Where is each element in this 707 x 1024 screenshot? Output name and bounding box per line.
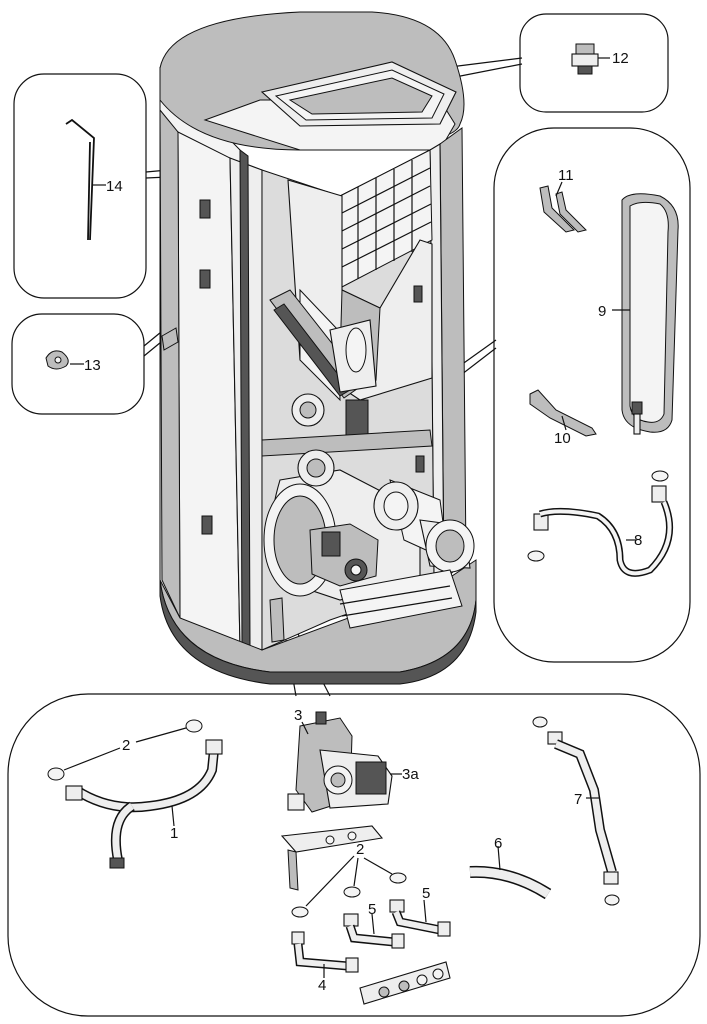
callout-2-lower: 2 (356, 841, 364, 858)
callout-3: 3 (294, 707, 302, 724)
callout-1: 1 (170, 825, 178, 842)
callout-4: 4 (318, 977, 326, 994)
callout-5-right: 5 (422, 885, 430, 902)
detail-box-hydraulic-group (7, 693, 701, 1017)
callout-12: 12 (612, 50, 629, 67)
part-12-air-vent (571, 43, 610, 75)
callout-3a: 3a (402, 766, 419, 783)
detail-box-14 (13, 73, 147, 299)
boiler-cabinet (159, 11, 477, 685)
connector-plate (359, 961, 451, 1005)
callout-6: 6 (494, 835, 502, 852)
part-14-hex-key (65, 118, 106, 241)
pump-block (309, 523, 379, 587)
part-7-pipe (532, 716, 620, 906)
part-2-washers-left (47, 719, 203, 781)
part-4-pipe (291, 931, 359, 978)
part-10-bracket (529, 389, 597, 437)
mounting-plate (280, 825, 384, 891)
callout-9: 9 (598, 303, 606, 320)
part-5-pipes (343, 899, 451, 949)
part-1-pipe (65, 739, 223, 869)
callout-8: 8 (634, 532, 642, 549)
callout-7: 7 (574, 791, 582, 808)
part-11-bracket (539, 181, 587, 233)
callout-14: 14 (106, 178, 123, 195)
part-13-clip (45, 350, 84, 370)
callout-10: 10 (554, 430, 571, 447)
callout-11: 11 (558, 167, 574, 184)
part-9-expansion-vessel (612, 193, 679, 435)
part-3-hydraulic-block (287, 711, 402, 813)
callout-13: 13 (84, 357, 101, 374)
part-2-washers-lower (291, 855, 407, 918)
callout-2-upper: 2 (122, 737, 130, 754)
flue-assembly (263, 449, 475, 601)
part-6-pipe (469, 845, 552, 900)
callout-5-left: 5 (368, 901, 376, 918)
heat-exchanger-grille (339, 149, 433, 289)
part-8-flexible-hose (527, 470, 674, 577)
